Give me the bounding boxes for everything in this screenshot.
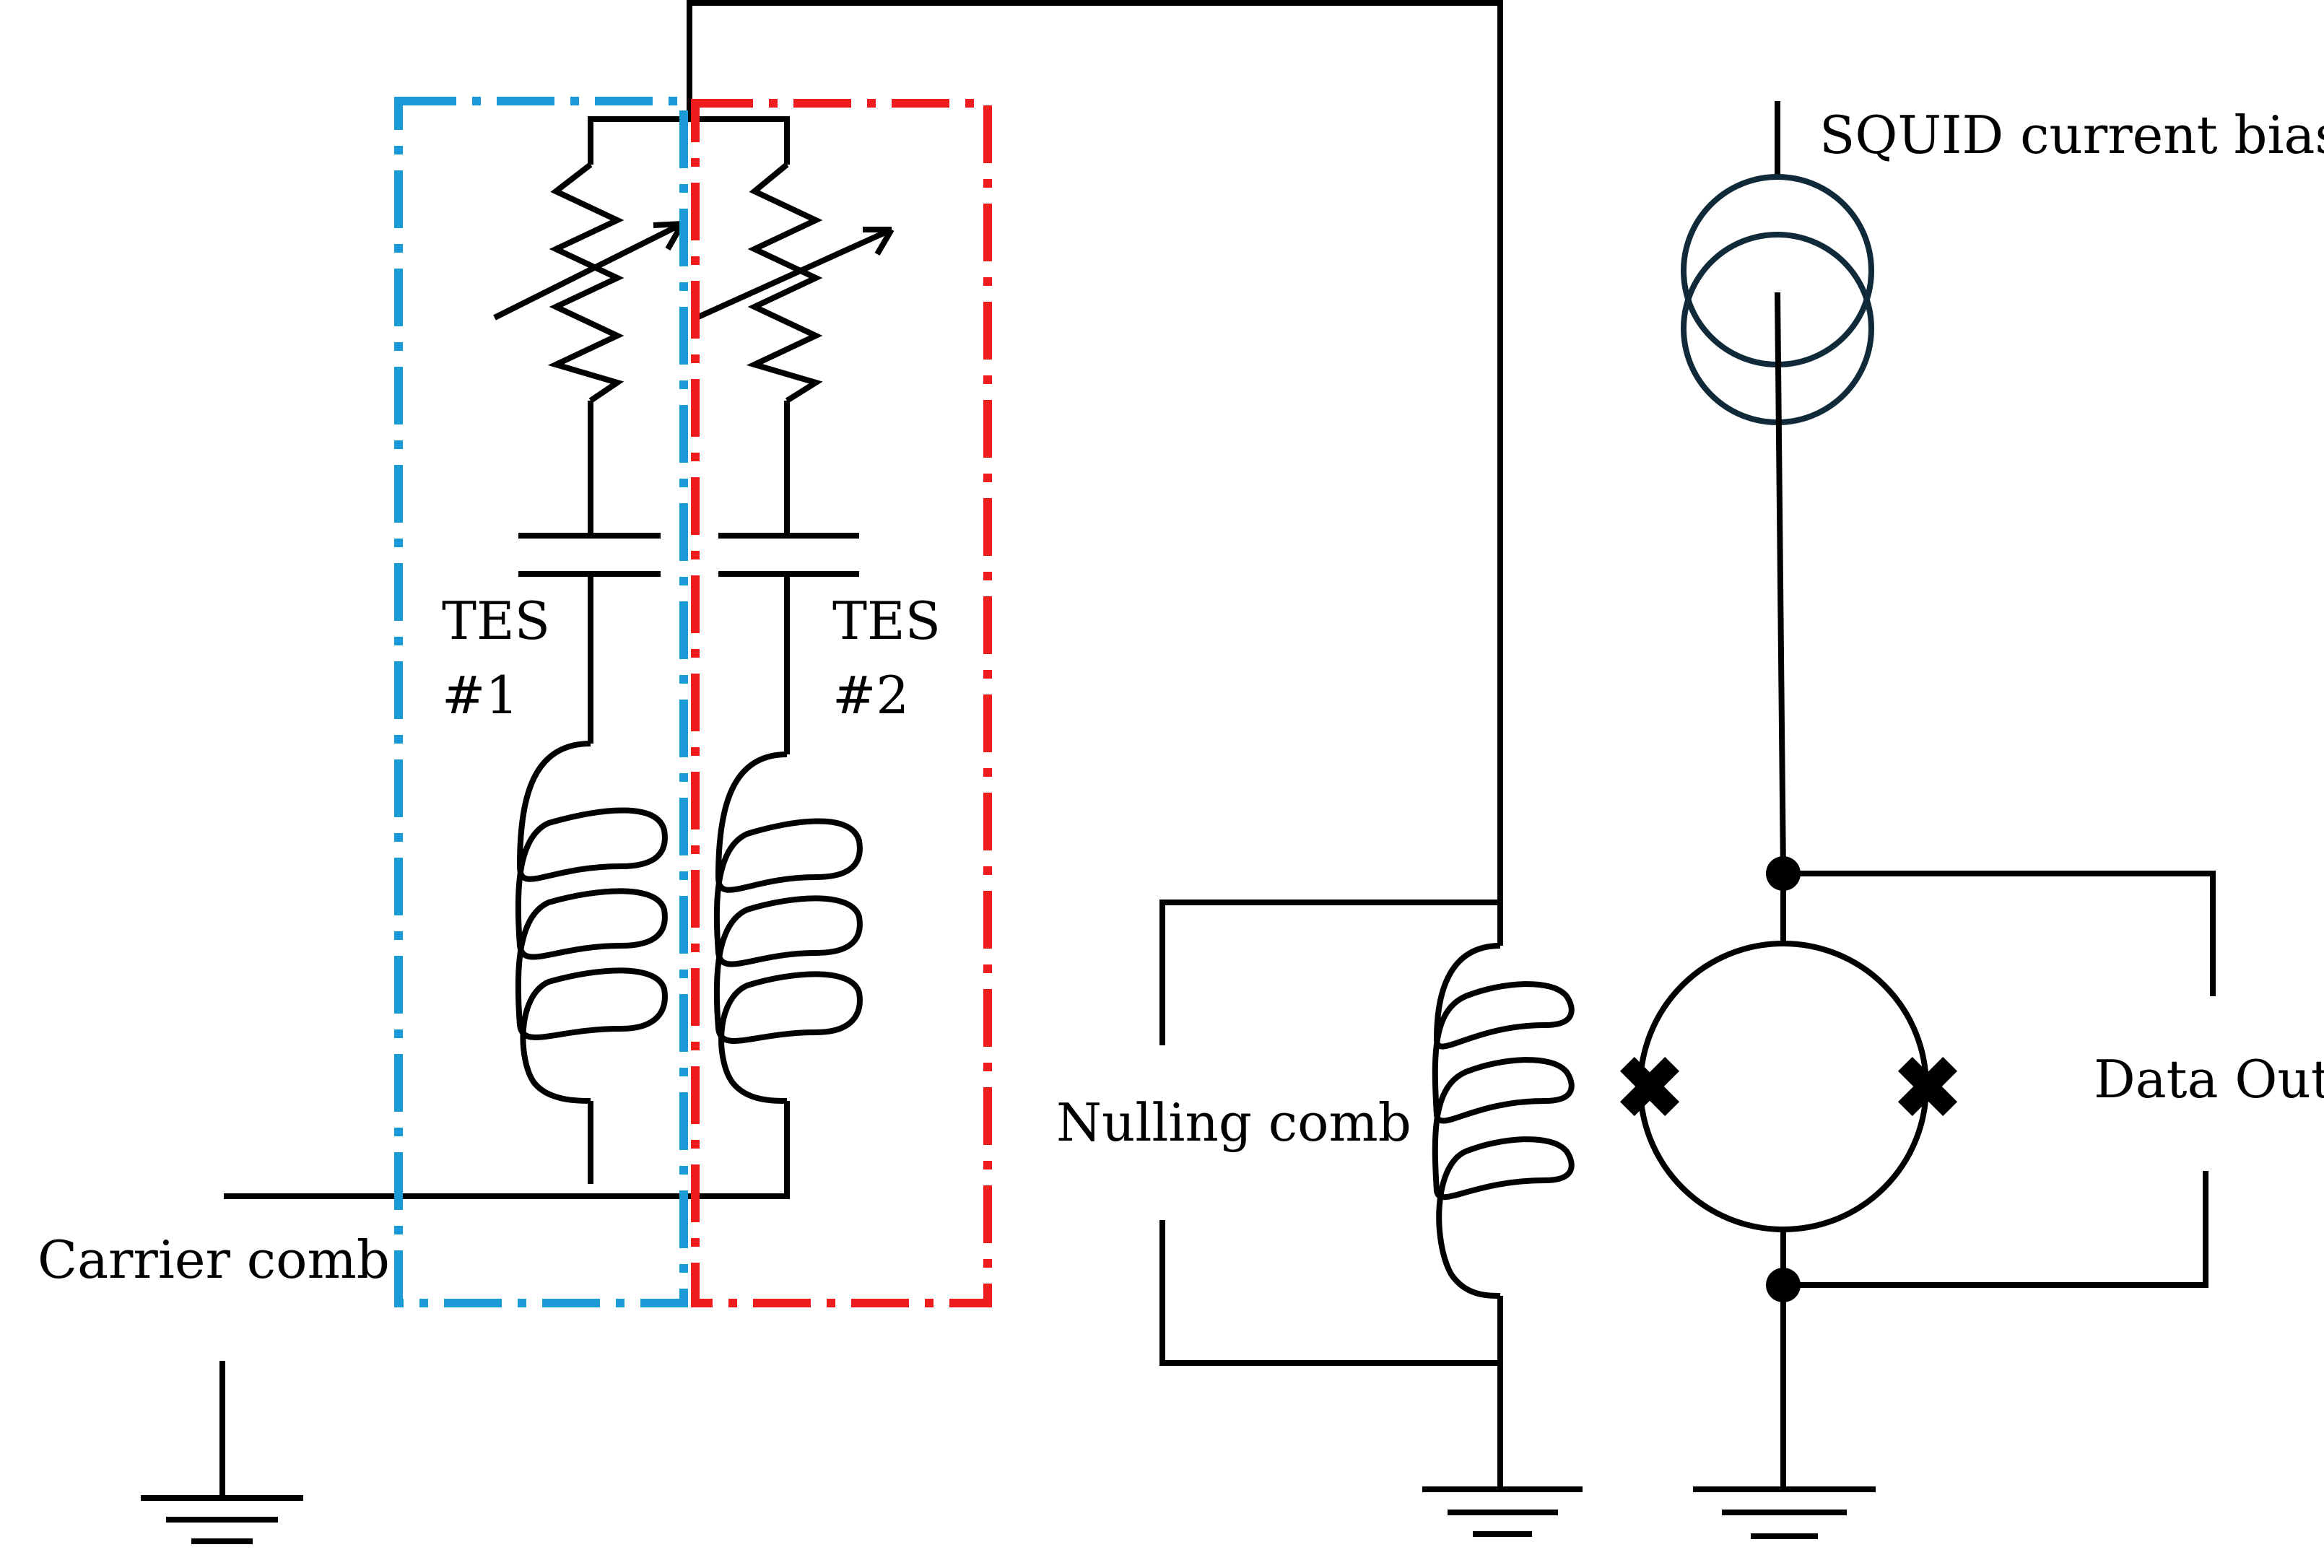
tes2-variable-arrow (695, 227, 895, 321)
tes2-inductor (713, 752, 863, 1104)
nulling-comb-bottom-terminal (1159, 1220, 1500, 1366)
feed-wire (687, 0, 1503, 946)
data-out-bottom-terminal (1783, 1171, 2208, 1288)
tes1-branch (493, 116, 790, 1184)
tes-top-wire (588, 116, 790, 165)
carrier-comb-label: Carrier comb (38, 1229, 390, 1290)
tes1-variable-arrow (493, 221, 685, 321)
nulling-comb-top-terminal (1159, 900, 1500, 1045)
tes1-inductor (515, 741, 668, 1104)
josephson-junction-left-icon (1619, 1056, 1680, 1117)
squid-input-coil (1432, 943, 1575, 1299)
nulling-ground-symbol (1422, 1486, 1583, 1537)
josephson-junction-right-icon (1897, 1056, 1958, 1117)
tes2-capacitor (718, 533, 859, 577)
tes1-dashed-box (394, 97, 688, 1307)
tes1-label-line2: #1 (442, 665, 518, 726)
nulling-comb-label: Nulling comb (1056, 1092, 1411, 1153)
squid-ground-symbol (1693, 1486, 1876, 1539)
tes1-capacitor (518, 533, 661, 577)
tes2-dashed-box (691, 99, 992, 1307)
data-out-label: Data Out (2094, 1049, 2324, 1110)
carrier-ground-symbol (141, 1361, 303, 1544)
data-out-top-terminal (1783, 871, 2216, 996)
tes2-label-line2: #2 (832, 665, 909, 726)
tes2-branch (695, 162, 895, 1196)
squid-loop (1637, 941, 1929, 1232)
squid-current-bias-label: SQUID current bias (1819, 105, 2324, 165)
tes2-resistor (746, 162, 823, 404)
tes2-label-line1: TES (832, 591, 941, 651)
tes1-resistor (547, 162, 624, 404)
tes1-label-line1: TES (442, 591, 550, 651)
squid-bias-wire (1775, 292, 1786, 874)
